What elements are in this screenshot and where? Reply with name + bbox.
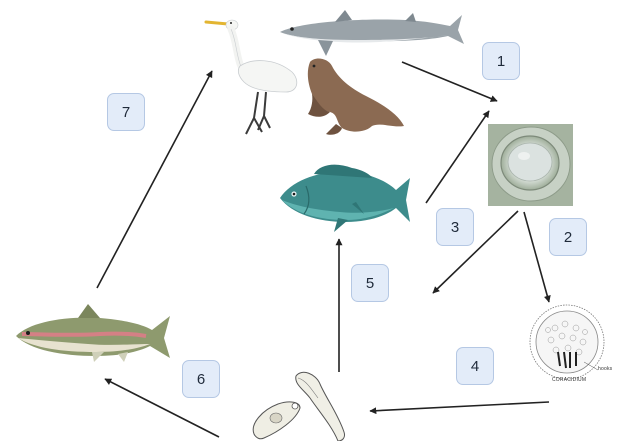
egg-image (488, 124, 573, 206)
step-label-6: 6 (182, 360, 220, 398)
dogfish-shark (280, 10, 464, 56)
rainbow-trout (16, 304, 170, 362)
great-egret (206, 20, 297, 134)
coracidium-label: CORACIDIUM (552, 377, 586, 383)
step-label-7: 7 (107, 93, 145, 131)
arrow-coracidium-to-copepod (370, 402, 549, 411)
step-label-2: 2 (549, 218, 587, 256)
step-label-5: 5 (351, 264, 389, 302)
perch-fish (280, 165, 410, 232)
sea-lion (308, 59, 404, 135)
arrow-fish-to-egg (426, 111, 489, 203)
step-label-3: 3 (436, 208, 474, 246)
step-label-4: 4 (456, 347, 494, 385)
step-label-1: 1 (482, 42, 520, 80)
hooks-label: hooks (598, 366, 612, 372)
copepod-procercoid (253, 372, 344, 441)
arrow-egg-to-coracidium (524, 212, 549, 302)
coracidium-image (530, 305, 604, 379)
